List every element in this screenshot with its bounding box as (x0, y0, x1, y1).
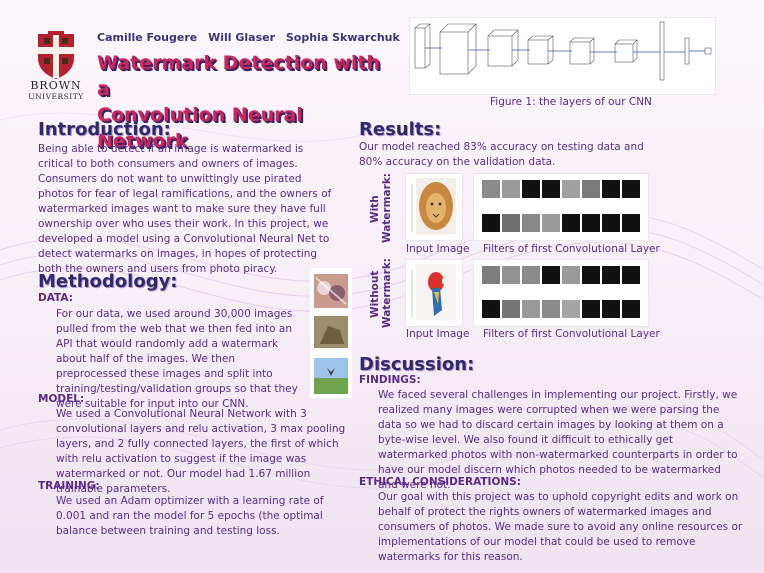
filters-caption: Filters of first Convolutional Layer (483, 328, 660, 340)
brown-shield-icon (38, 31, 74, 79)
ethics-subheading: ETHICAL CONSIDERATIONS: (359, 476, 521, 488)
filter-grid-without (482, 266, 640, 318)
input-image-without-watermark (405, 259, 463, 327)
title-line: Watermark Detection with a (97, 52, 381, 100)
model-subheading: MODEL: (38, 393, 85, 405)
ethics-text: Our goal with this project was to uphold… (378, 491, 743, 563)
introduction-heading: Introduction: (38, 119, 171, 140)
training-text: We used an Adam optimizer with a learnin… (56, 495, 324, 537)
findings-subheading: FINDINGS: (359, 374, 421, 386)
filters-without-watermark (473, 259, 649, 327)
input-image-with-watermark (405, 173, 463, 241)
filters-caption: Filters of first Convolutional Layer (483, 243, 660, 255)
input-image-caption: Input Image (406, 243, 470, 255)
with-watermark-label: With Watermark: (369, 173, 393, 243)
training-subheading: TRAINING: (38, 480, 100, 492)
brown-logo (30, 30, 82, 80)
cnn-layers-figure (409, 17, 716, 95)
author-list: Camille Fougere Will Glaser Sophia Skwar… (97, 31, 407, 44)
input-image-caption: Input Image (406, 328, 470, 340)
results-heading: Results: (359, 119, 442, 140)
figure1-caption: Figure 1: the layers of our CNN (490, 96, 652, 108)
author: Sophia Skwarchuk (285, 31, 400, 44)
university-name: BROWN UNIVERSITY (25, 79, 87, 101)
title-line: Convolution Neural Network (97, 104, 303, 152)
poster-title: Watermark Detection with a Convolution N… (97, 50, 397, 154)
parrot-image (411, 264, 456, 320)
university-name-line2: UNIVERSITY (28, 92, 84, 101)
data-text: For our data, we used around 30,000 imag… (56, 308, 298, 410)
filters-with-watermark (473, 173, 649, 241)
without-watermark-label: Without Watermark: (369, 258, 393, 328)
results-text: Our model reached 83% accuracy on testin… (359, 141, 644, 168)
lion-image (411, 178, 456, 234)
sample-photos (310, 268, 352, 398)
author: Camille Fougere (97, 31, 198, 44)
cnn-diagram (414, 21, 712, 81)
methodology-heading: Methodology: (38, 271, 178, 292)
sample-images (310, 268, 352, 398)
filter-grid-with (482, 180, 640, 232)
author: Will Glaser (208, 31, 276, 44)
university-name-line1: BROWN (30, 79, 82, 92)
data-subheading: DATA: (38, 292, 73, 304)
findings-text: We faced several challenges in implement… (378, 389, 738, 491)
discussion-heading: Discussion: (359, 354, 475, 375)
model-text: We used a Convolutional Neural Network w… (56, 408, 346, 495)
introduction-text: Being able to detect if an image is wate… (38, 143, 332, 275)
